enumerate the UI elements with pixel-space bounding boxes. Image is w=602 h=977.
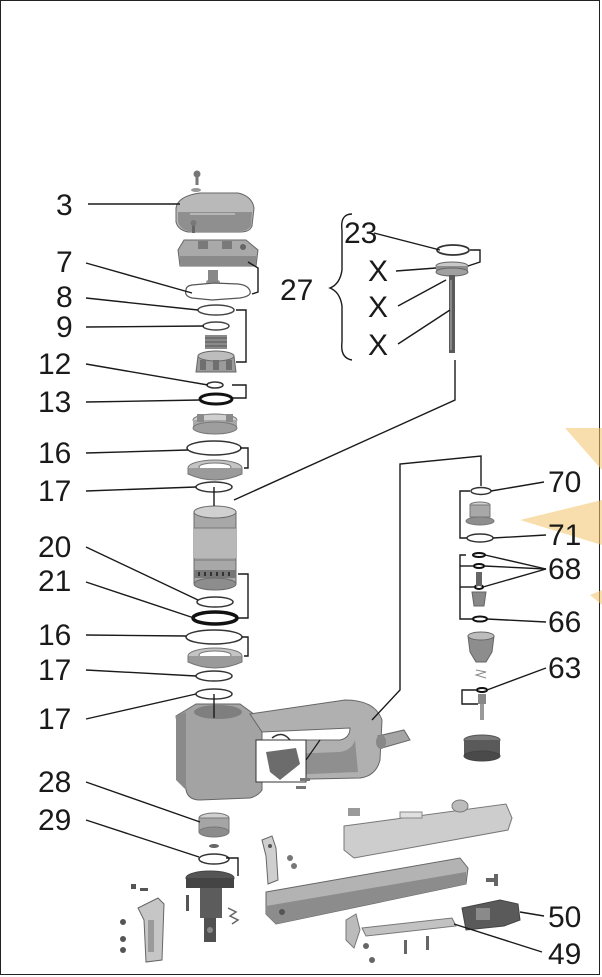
valve-cap-upper bbox=[465, 501, 495, 526]
nose-driver-assembly bbox=[185, 870, 235, 942]
trigger-detail-inset bbox=[255, 733, 321, 783]
valve-spring-small bbox=[474, 669, 487, 679]
label-part-16-a: 16 bbox=[38, 437, 72, 470]
label-part-21: 21 bbox=[38, 565, 72, 598]
valve-base-cap bbox=[463, 734, 501, 762]
part-17-oring-b bbox=[195, 670, 233, 682]
piston-head bbox=[435, 261, 469, 277]
part-63-oring bbox=[476, 687, 488, 693]
part-71-oring bbox=[466, 533, 494, 543]
part-16-oring-a bbox=[186, 440, 242, 456]
part-12-oring bbox=[206, 381, 224, 389]
driver-blade bbox=[449, 275, 455, 353]
part-66-oring bbox=[472, 615, 488, 623]
label-part-27: 27 bbox=[280, 274, 314, 307]
part-13-oring bbox=[198, 392, 234, 406]
label-part-66: 66 bbox=[548, 606, 582, 639]
trigger-valve-pin bbox=[478, 694, 486, 720]
label-part-x-1: X bbox=[368, 255, 389, 288]
label-part-17-a: 17 bbox=[38, 475, 72, 508]
valve-housing bbox=[467, 631, 495, 663]
label-part-16-b: 16 bbox=[38, 619, 72, 652]
washer-b bbox=[187, 647, 243, 669]
part-8-oring bbox=[197, 304, 235, 316]
label-part-28: 28 bbox=[38, 766, 72, 799]
part-29-oring bbox=[198, 853, 230, 865]
part-23-oring bbox=[436, 244, 470, 256]
part-50-end-cap bbox=[461, 899, 521, 931]
label-part-3: 3 bbox=[56, 189, 73, 222]
magazine-channel bbox=[265, 857, 469, 925]
part-28-bumper bbox=[198, 812, 230, 838]
pusher-lever bbox=[261, 835, 297, 885]
label-part-13: 13 bbox=[38, 386, 72, 419]
air-fitting bbox=[376, 729, 411, 749]
part-9-oring bbox=[202, 321, 230, 331]
small-spring bbox=[227, 907, 240, 925]
label-part-71: 71 bbox=[548, 519, 582, 552]
label-part-50: 50 bbox=[548, 901, 582, 934]
label-part-23: 23 bbox=[344, 217, 378, 250]
rail-screws bbox=[363, 874, 498, 963]
label-part-29: 29 bbox=[38, 804, 72, 837]
label-part-17-c: 17 bbox=[38, 703, 72, 736]
cap-screw-top bbox=[191, 170, 201, 192]
washer-a bbox=[187, 459, 243, 481]
label-part-63: 63 bbox=[548, 652, 582, 685]
part-7-gasket bbox=[185, 282, 251, 301]
cylinder-head-block bbox=[177, 239, 259, 267]
housing-pins bbox=[296, 778, 310, 789]
magazine-top-rail bbox=[343, 799, 513, 859]
cylinder-sleeve bbox=[193, 505, 237, 591]
latch-bracket bbox=[137, 897, 165, 963]
valve-body bbox=[195, 350, 237, 373]
label-part-70: 70 bbox=[548, 466, 582, 499]
leader-lines bbox=[85, 203, 547, 953]
label-part-7: 7 bbox=[56, 246, 73, 279]
part-3-top-cover bbox=[175, 192, 255, 233]
small-disc bbox=[209, 844, 219, 848]
valve-spring bbox=[205, 335, 227, 349]
part-49-follower bbox=[345, 913, 457, 949]
left-screws bbox=[120, 884, 189, 953]
label-part-20: 20 bbox=[38, 531, 72, 564]
label-part-12: 12 bbox=[38, 348, 72, 381]
cap-screw-lower bbox=[190, 220, 197, 233]
label-part-x-2: X bbox=[368, 291, 389, 324]
label-part-8: 8 bbox=[56, 281, 73, 314]
label-part-68: 68 bbox=[548, 553, 582, 586]
label-part-49: 49 bbox=[548, 938, 582, 971]
part-16-oring-b bbox=[185, 629, 243, 645]
part-20-oring bbox=[196, 596, 234, 608]
watermark-shapes bbox=[520, 428, 602, 605]
part-70-oring bbox=[470, 486, 492, 496]
part-21-oring bbox=[191, 610, 239, 626]
label-part-9: 9 bbox=[56, 311, 73, 344]
label-part-17-b: 17 bbox=[38, 654, 72, 687]
valve-stem bbox=[471, 572, 487, 607]
label-part-x-3: X bbox=[368, 329, 389, 362]
castellated-ring bbox=[192, 413, 238, 435]
